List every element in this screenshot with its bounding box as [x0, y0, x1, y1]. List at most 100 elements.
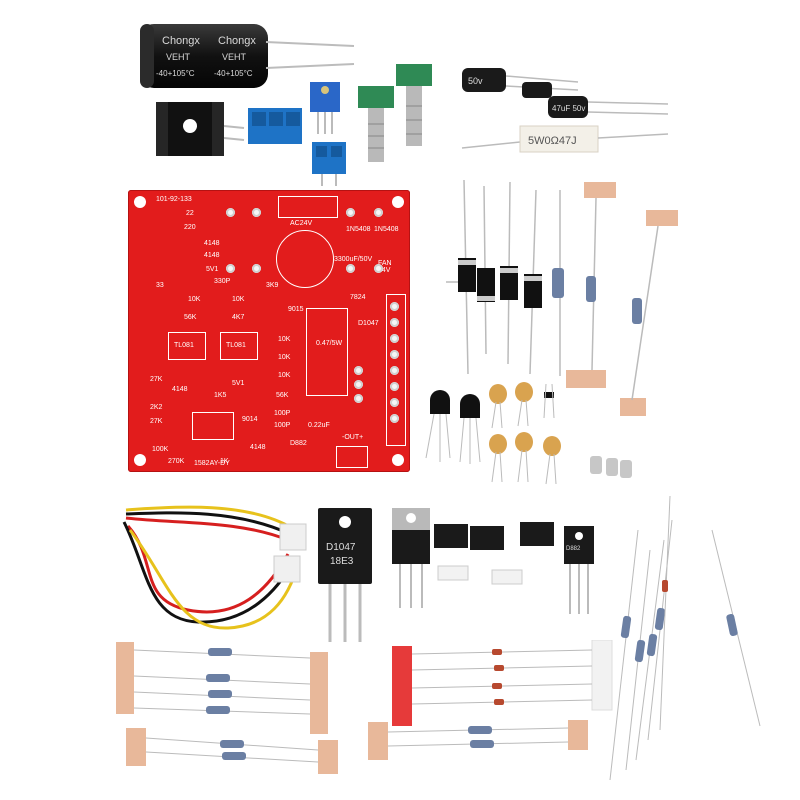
output-terminal — [336, 446, 368, 468]
pcb-label: 22 — [186, 210, 194, 217]
capacitor-series-2: VEHT — [222, 52, 247, 62]
taped-resistors-left — [116, 642, 338, 774]
pcb-label: 5V1 — [206, 266, 219, 273]
pcb-label: 100K — [152, 446, 169, 453]
output-pad — [390, 398, 399, 407]
trimmer-potentiometer — [310, 82, 340, 134]
output-pad — [390, 334, 399, 343]
pcb-label: 1K — [220, 458, 229, 465]
capacitor-temp: -40+105°C — [156, 69, 195, 78]
pcb-label: 4K7 — [232, 314, 245, 321]
wire-harness — [122, 505, 307, 630]
ic-footprint-3 — [192, 412, 234, 440]
pcb-label: 10K — [278, 354, 291, 361]
output-pad — [390, 366, 399, 375]
pcb-label: 220 — [184, 224, 196, 231]
electrolytic-capacitor-large: Chongx Chongx VEHT VEHT -40+105°C -40+10… — [140, 24, 355, 88]
voltage-regulator — [392, 508, 430, 608]
output-pad — [390, 302, 399, 311]
pcb-label: 9015 — [288, 306, 304, 313]
output-pad — [390, 414, 399, 423]
pcb-pad — [226, 264, 235, 273]
pcb-label: 4148 — [250, 444, 266, 451]
power-resistor-text: 5W0Ω47J — [528, 135, 577, 147]
ic-footprint-1 — [168, 332, 206, 360]
mount-hole-tr — [392, 196, 404, 208]
pcb-label: 270K — [168, 458, 185, 465]
pcb-label: D1047 — [358, 320, 379, 327]
rotary-potentiometer-2 — [396, 64, 432, 146]
pcb-pad — [354, 394, 363, 403]
pcb-label: 33 — [156, 282, 164, 289]
mount-hole-bl — [134, 454, 146, 466]
mount-hole-br — [392, 454, 404, 466]
pcb-label: 10K — [278, 372, 291, 379]
output-connector-strip — [386, 294, 406, 446]
pcb-label: 10K — [232, 296, 245, 303]
small-capacitor-2-text: 47uF 50v — [552, 104, 585, 113]
power-transistor-d1047: D1047 18E3 — [316, 506, 374, 646]
heatsink — [156, 102, 245, 156]
pcb-label: TL081 — [226, 342, 246, 349]
small-capacitor-1-text: 50v — [468, 76, 483, 86]
taped-resistors-vertical — [552, 182, 678, 416]
output-pad — [390, 318, 399, 327]
pcb-label: 4148 — [172, 386, 188, 393]
capacitor-temp-2: -40+105°C — [214, 69, 253, 78]
output-label: -OUT+ — [342, 434, 364, 441]
pcb-pad — [226, 208, 235, 217]
pcb-label: 27K — [150, 418, 163, 425]
ic-footprint-2 — [220, 332, 258, 360]
power-resistor: 5W0Ω47J — [461, 125, 669, 153]
power-resistor-footprint-label: 0.47/5W — [316, 340, 343, 347]
dip-ic-chips — [434, 522, 554, 550]
pcb-label: 0.22uF — [308, 422, 330, 429]
capacitor-brand-2: Chongx — [218, 35, 256, 47]
pcb-label: 56K — [276, 392, 289, 399]
pcb-label: 10K — [278, 336, 291, 343]
pcb-pad — [252, 264, 261, 273]
d882-text: D882 — [566, 546, 581, 552]
pcb-label: 1N5408 — [374, 226, 399, 233]
mount-hole-tl — [134, 196, 146, 208]
pcb-pad — [346, 208, 355, 217]
transistor-d882-body — [564, 526, 594, 614]
pcb-pad — [374, 208, 383, 217]
pcb-label: 56K — [184, 314, 197, 321]
pcb-label: 3300uF/50V — [334, 256, 373, 263]
capacitor-series: VEHT — [166, 52, 191, 62]
rotary-potentiometer-1 — [358, 86, 394, 162]
pcb-label: 4148 — [204, 252, 220, 259]
pin-headers — [437, 565, 523, 585]
pcb-pad — [346, 264, 355, 273]
pcb-label: 330P — [214, 278, 231, 285]
power-transistor-footprint — [306, 308, 348, 396]
pcb-label: 1K5 — [214, 392, 227, 399]
small-transistors-capacitors — [425, 382, 632, 485]
fan-label: FAN 24V — [378, 260, 392, 274]
ac-input-terminal — [278, 196, 338, 218]
output-pad — [390, 382, 399, 391]
pcb-label: 100P — [274, 410, 291, 417]
pcb-label: 10K — [188, 296, 201, 303]
pcb-label: 27K — [150, 376, 163, 383]
bridge-rectifier — [276, 230, 334, 288]
pcb-bottom-code: 1582AY-DY — [194, 460, 230, 467]
pcb-label: 100P — [274, 422, 291, 429]
screw-terminal-2pin — [312, 142, 346, 186]
pcb-pad — [374, 264, 383, 273]
rectifier-diodes — [446, 179, 542, 375]
output-pad — [390, 350, 399, 359]
d1047-line1: D1047 — [326, 542, 356, 553]
small-capacitor-2: 47uF 50v — [522, 82, 669, 118]
screw-terminal-3pin — [248, 108, 302, 144]
pcb-pad — [252, 208, 261, 217]
pcb-board: 101-92-133 AC24V FAN 24V 0.47/5W -OUT+ 1… — [128, 190, 410, 472]
capacitor-brand: Chongx — [162, 35, 200, 47]
pcb-label: 2K2 — [150, 404, 163, 411]
taped-diodes-center — [368, 640, 613, 760]
pcb-label: 1N5408 — [346, 226, 371, 233]
pcb-label: 5V1 — [232, 380, 245, 387]
pcb-pad — [354, 380, 363, 389]
pcb-pad — [354, 366, 363, 375]
